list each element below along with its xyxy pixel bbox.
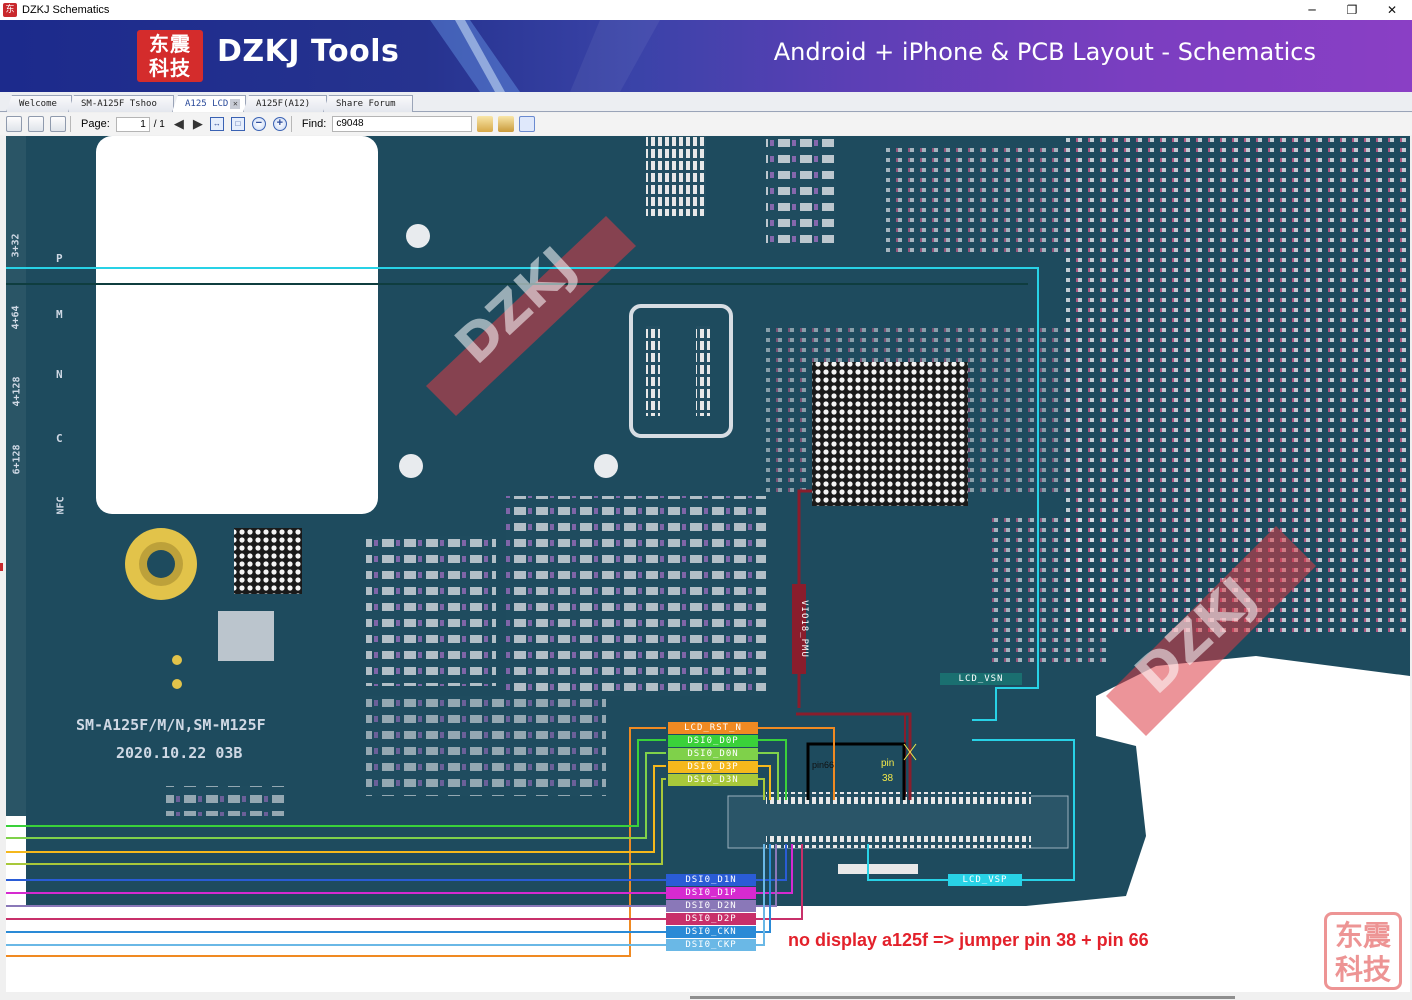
maximize-button[interactable]: ❐ xyxy=(1346,3,1358,17)
tab-share-forum[interactable]: Share Forum xyxy=(323,95,413,112)
zoom-in-icon[interactable]: + xyxy=(272,117,287,131)
horizontal-scrollbar[interactable] xyxy=(690,996,1235,999)
dsi0-ckp-label: DSI0_CKP xyxy=(666,939,756,951)
banner-tagline: Android + iPhone & PCB Layout - Schemati… xyxy=(773,38,1316,66)
tab-bar: Welcome SM-A125F Tshoo A125 LCD✕ A125F(A… xyxy=(0,92,1412,112)
tab-label: A125F(A12) xyxy=(256,99,311,109)
dsi0-d2n-label: DSI0_D2N xyxy=(666,900,756,912)
banner-streaks xyxy=(430,20,660,92)
previous-page-icon[interactable]: ◀ xyxy=(173,116,184,131)
find-label: Find: xyxy=(301,118,327,130)
lcd-vsp-label: LCD_VSP xyxy=(948,874,1022,886)
corner-watermark-logo: 东震 科技 xyxy=(1324,912,1402,990)
lcd-rst-n-label: LCD_RST_N xyxy=(668,722,758,734)
zoom-out-icon[interactable]: − xyxy=(251,117,266,131)
find-next-icon[interactable] xyxy=(498,116,515,132)
tab-label: SM-A125F Tshoo xyxy=(81,99,157,109)
dsi0-d0n-label: DSI0_D0N xyxy=(668,748,758,760)
pin38-label: pin xyxy=(881,758,895,769)
toolbar-divider xyxy=(70,116,71,132)
toolbar-divider xyxy=(290,116,292,132)
tab-a125-lcd[interactable]: A125 LCD✕ xyxy=(172,95,246,112)
toolbar: Page: 1 / 1 ◀ ▶ ↔ □ − + Find: c9048 xyxy=(0,113,1412,135)
dsi0-d1n-label: DSI0_D1N xyxy=(666,874,756,886)
side-letter: C xyxy=(56,432,63,445)
title-bar: 东 DZKJ Schematics ─ ❐ ✕ xyxy=(0,0,1412,20)
window-title: DZKJ Schematics xyxy=(22,4,110,16)
lcd-vsn-label: LCD_VSN xyxy=(940,673,1022,685)
pcb-board-image xyxy=(6,136,1410,992)
corner-logo-text: 东震 科技 xyxy=(1334,919,1391,986)
tab-label: Welcome xyxy=(19,99,57,109)
side-label: NFC xyxy=(55,496,67,515)
brand-logo: 东震 科技 xyxy=(137,30,203,82)
app-icon: 东 xyxy=(3,3,17,17)
fit-page-icon[interactable]: □ xyxy=(230,117,245,131)
fit-width-icon[interactable]: ↔ xyxy=(209,117,224,131)
pin66-label: pin66 xyxy=(812,760,835,770)
window-controls: ─ ❐ ✕ xyxy=(1292,0,1412,20)
minimize-button[interactable]: ─ xyxy=(1308,3,1316,17)
page-label: Page: xyxy=(81,118,110,130)
dsi0-d3p-label: DSI0_D3P xyxy=(668,761,758,773)
tab-sm-a125f-tshoo[interactable]: SM-A125F Tshoo xyxy=(68,95,174,112)
find-previous-icon[interactable] xyxy=(477,116,494,132)
side-letter: N xyxy=(56,368,63,381)
header-banner: 东震 科技 DZKJ Tools Android + iPhone & PCB … xyxy=(0,20,1412,92)
board-model-text: SM-A125F/M/N,SM-M125F xyxy=(76,716,266,734)
dsi0-d2p-label: DSI0_D2P xyxy=(666,913,756,925)
highlight-icon[interactable] xyxy=(519,116,536,132)
dsi0-d1p-label: DSI0_D1P xyxy=(666,887,756,899)
pin38-number: 38 xyxy=(882,773,894,784)
tab-welcome[interactable]: Welcome xyxy=(6,95,72,112)
tab-label: A125 LCD xyxy=(185,99,229,109)
brand-logo-text: 东震 科技 xyxy=(149,32,191,80)
side-label: 6+128 xyxy=(11,444,23,475)
side-letter: P xyxy=(56,252,63,265)
next-page-icon[interactable]: ▶ xyxy=(192,116,203,131)
open-file-icon[interactable] xyxy=(6,116,22,132)
left-edge-marker xyxy=(0,563,3,571)
vio18-pmu-label: VIO18_PMU xyxy=(799,600,809,658)
page-total: / 1 xyxy=(153,118,165,130)
side-label: 4+64 xyxy=(10,305,22,330)
page-number-input[interactable]: 1 xyxy=(115,116,150,132)
side-label: 4+128 xyxy=(11,376,23,407)
tab-a125f-a12[interactable]: A125F(A12) xyxy=(243,95,327,112)
print-icon[interactable] xyxy=(28,116,44,132)
schematic-viewer[interactable]: DZKJ DZKJ 3+32 4+64 4+128 6+128 NFC P M … xyxy=(6,136,1410,992)
dsi0-d3n-label: DSI0_D3N xyxy=(668,774,758,786)
tab-label: Share Forum xyxy=(336,99,396,109)
side-label: 3+32 xyxy=(10,233,22,258)
dsi0-ckn-label: DSI0_CKN xyxy=(666,926,756,938)
side-letter: M xyxy=(56,308,63,321)
dsi0-d0p-label: DSI0_D0P xyxy=(668,735,758,747)
copy-icon[interactable] xyxy=(50,116,66,132)
tab-close-icon[interactable]: ✕ xyxy=(230,98,241,109)
find-input[interactable]: c9048 xyxy=(332,116,473,132)
close-button[interactable]: ✕ xyxy=(1386,3,1398,17)
brand-name: DZKJ Tools xyxy=(217,34,400,69)
repair-note: no display a125f => jumper pin 38 + pin … xyxy=(788,930,1149,950)
board-date-text: 2020.10.22 03B xyxy=(116,744,243,762)
